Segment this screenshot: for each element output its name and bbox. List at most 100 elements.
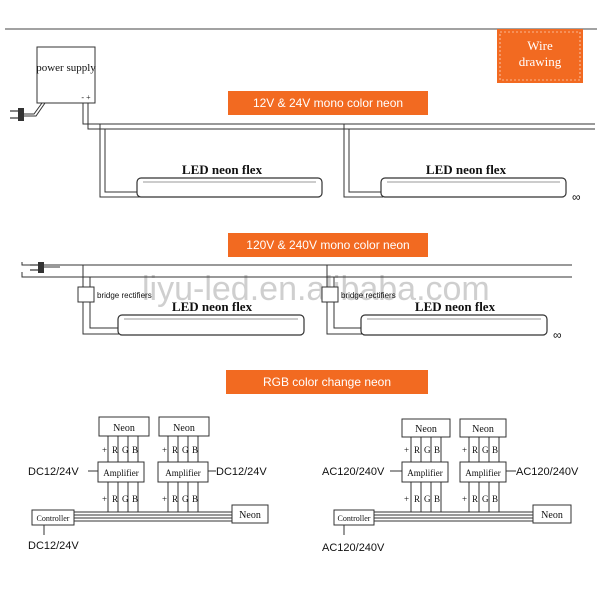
svg-text:+: + xyxy=(462,494,467,504)
badge-line1: Wire xyxy=(527,38,553,53)
svg-text:B: B xyxy=(492,494,498,504)
controller-right xyxy=(333,509,375,526)
banner-12v-24v-text: 12V & 24V mono color neon xyxy=(253,96,403,110)
svg-text:B: B xyxy=(192,494,198,504)
svg-text:B: B xyxy=(434,445,440,455)
neon-box-right-b xyxy=(459,418,507,438)
svg-text:R: R xyxy=(472,445,478,455)
neon-left-a-label: Neon xyxy=(113,423,135,434)
neon-right-out-label: Neon xyxy=(541,510,563,521)
neon-tube-3 xyxy=(117,314,305,336)
amplifier-right-b xyxy=(459,461,507,483)
neon-box-left-out xyxy=(231,504,269,524)
svg-text:+: + xyxy=(162,445,167,455)
power-supply-box xyxy=(36,46,96,104)
pin-labels-right-b-top: + R G B xyxy=(462,445,498,455)
svg-text:R: R xyxy=(414,445,420,455)
neon-box-right-a xyxy=(401,418,451,438)
svg-text:B: B xyxy=(492,445,498,455)
svg-text:R: R xyxy=(414,494,420,504)
neon-left-b-label: Neon xyxy=(173,423,195,434)
pin-labels-left-b-top: + R G B xyxy=(162,445,198,455)
svg-text:B: B xyxy=(434,494,440,504)
svg-text:+: + xyxy=(462,445,467,455)
bridge-rectifier-2 xyxy=(321,286,339,303)
pin-labels-right-a-top: + R G B xyxy=(404,445,440,455)
tube-2-label: LED neon flex xyxy=(426,162,507,177)
neon-box-left-b xyxy=(158,416,210,437)
wire-drawing-badge: Wire drawing xyxy=(497,29,583,83)
svg-text:R: R xyxy=(472,494,478,504)
svg-text:+: + xyxy=(404,445,409,455)
amplifier-left-b xyxy=(157,461,209,483)
amplifier-left-b-label: Amplifier xyxy=(165,468,201,478)
pin-labels-left-a-bottom: + R G B xyxy=(102,494,138,504)
svg-text:B: B xyxy=(192,445,198,455)
svg-text:+: + xyxy=(102,494,107,504)
section-12v-24v: power supply - + 12V & 24V mono color ne… xyxy=(10,46,595,204)
voltage-label-right-controller: AC120/240V xyxy=(322,542,385,554)
badge-dashed-border xyxy=(499,31,581,81)
svg-text:G: G xyxy=(182,445,189,455)
voltage-label-right-b: AC120/240V xyxy=(516,466,579,478)
continuation-mark-2: ∞ xyxy=(553,328,562,342)
banner-rgb xyxy=(226,370,428,394)
svg-text:G: G xyxy=(182,494,189,504)
bridge-rectifier-1 xyxy=(77,286,95,303)
pin-labels-right-b-bottom: + R G B xyxy=(462,494,498,504)
rectifier-2-label: bridge rectifiers xyxy=(341,291,396,300)
neon-left-out-label: Neon xyxy=(239,510,261,521)
pin-labels-left-b-bottom: + R G B xyxy=(162,494,198,504)
rgb-system-left: Neon Neon + R G B + R G B Amplifier Ampl… xyxy=(28,416,269,552)
neon-right-a-label: Neon xyxy=(415,424,437,435)
amplifier-right-a-label: Amplifier xyxy=(407,468,443,478)
neon-box-left-a xyxy=(98,416,150,437)
neon-box-right-out xyxy=(532,504,572,524)
wiring-120v xyxy=(21,262,572,335)
controller-right-label: Controller xyxy=(338,514,371,523)
wiring-12v xyxy=(82,103,595,198)
voltage-label-right-a: AC120/240V xyxy=(322,466,385,478)
svg-text:G: G xyxy=(122,445,129,455)
svg-text:R: R xyxy=(112,494,118,504)
voltage-label-left-b: DC12/24V xyxy=(216,466,267,478)
tube-1-label: LED neon flex xyxy=(182,162,263,177)
banner-120v-240v xyxy=(228,233,428,257)
tube-3-label: LED neon flex xyxy=(172,299,253,314)
banner-rgb-text: RGB color change neon xyxy=(263,375,391,389)
tube-4-label: LED neon flex xyxy=(415,299,496,314)
svg-text:R: R xyxy=(112,445,118,455)
watermark-text: liyu-led.en.alibaba.com xyxy=(142,270,490,308)
svg-text:R: R xyxy=(172,494,178,504)
svg-text:G: G xyxy=(482,445,489,455)
svg-text:G: G xyxy=(424,494,431,504)
neon-tube-1 xyxy=(136,177,323,198)
pin-labels-left-a-top: + R G B xyxy=(102,445,138,455)
section-rgb: RGB color change neon Neon Neon xyxy=(28,370,579,554)
amplifier-right-a xyxy=(401,461,449,483)
amplifier-left-a-label: Amplifier xyxy=(103,468,139,478)
rectifier-1-label: bridge rectifiers xyxy=(97,291,152,300)
voltage-label-left-a: DC12/24V xyxy=(28,466,79,478)
badge-line2: drawing xyxy=(519,54,562,69)
svg-text:+: + xyxy=(404,494,409,504)
svg-text:G: G xyxy=(122,494,129,504)
banner-120v-240v-text: 120V & 240V mono color neon xyxy=(246,238,409,252)
svg-text:B: B xyxy=(132,445,138,455)
controller-left xyxy=(31,509,75,526)
polarity-label: - + xyxy=(81,93,91,102)
svg-text:G: G xyxy=(482,494,489,504)
svg-text:B: B xyxy=(132,494,138,504)
banner-12v-24v xyxy=(228,91,428,115)
rgb-system-right: Neon Neon + R G B + R G B Amplifier Ampl… xyxy=(322,418,579,554)
badge-background xyxy=(497,29,583,83)
amplifier-left-a xyxy=(97,461,145,483)
neon-tube-2 xyxy=(380,177,567,198)
controller-left-label: Controller xyxy=(37,514,70,523)
neon-tube-4 xyxy=(360,314,548,336)
power-supply-label: power supply xyxy=(36,62,96,74)
section-120v-240v: 120V & 240V mono color neon bridge recti… xyxy=(21,233,572,342)
svg-text:+: + xyxy=(162,494,167,504)
voltage-label-left-controller: DC12/24V xyxy=(28,540,79,552)
